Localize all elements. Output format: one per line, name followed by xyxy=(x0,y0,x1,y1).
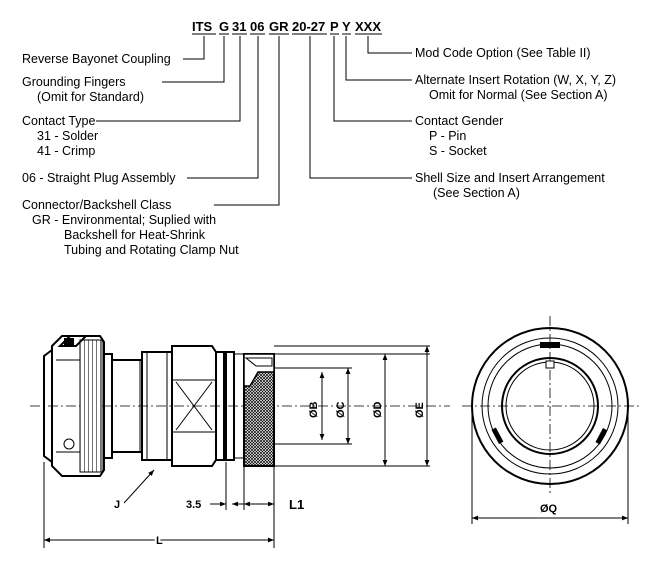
code-20-27: 20-27 xyxy=(292,19,325,34)
label-mod-code: Mod Code Option (See Table II) xyxy=(415,46,591,60)
code-its: ITS xyxy=(192,19,213,34)
label-alt-rotation-note: Omit for Normal (See Section A) xyxy=(429,88,608,102)
code-y: Y xyxy=(342,19,351,34)
code-06: 06 xyxy=(250,19,264,34)
label-backshell-class: Connector/Backshell Class xyxy=(22,198,171,212)
label-shell-size: Shell Size and Insert Arrangement xyxy=(415,171,605,185)
connector-front-view: ØQ xyxy=(462,316,642,524)
dim-j: J xyxy=(114,499,120,511)
label-gr-line3: Tubing and Rotating Clamp Nut xyxy=(64,243,239,257)
code-xxx: XXX xyxy=(355,19,381,34)
code-31: 31 xyxy=(232,19,246,34)
dim-d: ØD xyxy=(372,401,384,418)
label-reverse-bayonet: Reverse Bayonet Coupling xyxy=(22,52,171,66)
label-solder: 31 - Solder xyxy=(37,129,98,143)
dim-e: ØE xyxy=(414,402,426,418)
leader-lines xyxy=(96,36,412,206)
label-straight-plug: 06 - Straight Plug Assembly xyxy=(22,171,176,185)
left-labels: Reverse Bayonet Coupling Grounding Finge… xyxy=(22,52,239,257)
dim-b: ØB xyxy=(308,401,320,418)
code-p: P xyxy=(330,19,339,34)
label-grounding-note: (Omit for Standard) xyxy=(37,90,144,104)
label-alt-rotation: Alternate Insert Rotation (W, X, Y, Z) xyxy=(415,73,616,87)
right-labels: Mod Code Option (See Table II) Alternate… xyxy=(415,46,616,200)
connector-side-view xyxy=(30,335,450,477)
dim-c: ØC xyxy=(335,401,347,418)
label-contact-gender: Contact Gender xyxy=(415,114,503,128)
label-gr-line2: Backshell for Heat-Shrink xyxy=(64,228,206,242)
side-view-dimensions: ØB ØC ØD ØE J 3.5 L1 L xyxy=(43,345,430,549)
dim-l: L xyxy=(156,535,163,547)
code-gr: GR xyxy=(269,19,289,34)
dim-3-5: 3.5 xyxy=(186,499,201,511)
label-pin: P - Pin xyxy=(429,129,466,143)
label-crimp: 41 - Crimp xyxy=(37,144,95,158)
code-g: G xyxy=(219,19,229,34)
label-contact-type: Contact Type xyxy=(22,114,95,128)
label-gr-line1: GR - Environmental; Suplied with xyxy=(32,213,216,227)
dim-l1: L1 xyxy=(289,497,304,512)
dim-q: ØQ xyxy=(540,503,558,515)
label-shell-size-note: (See Section A) xyxy=(433,186,520,200)
label-grounding-fingers: Grounding Fingers xyxy=(22,75,126,89)
part-number-code: ITS G 31 06 GR 20-27 P Y XXX xyxy=(192,19,382,35)
label-socket: S - Socket xyxy=(429,144,487,158)
